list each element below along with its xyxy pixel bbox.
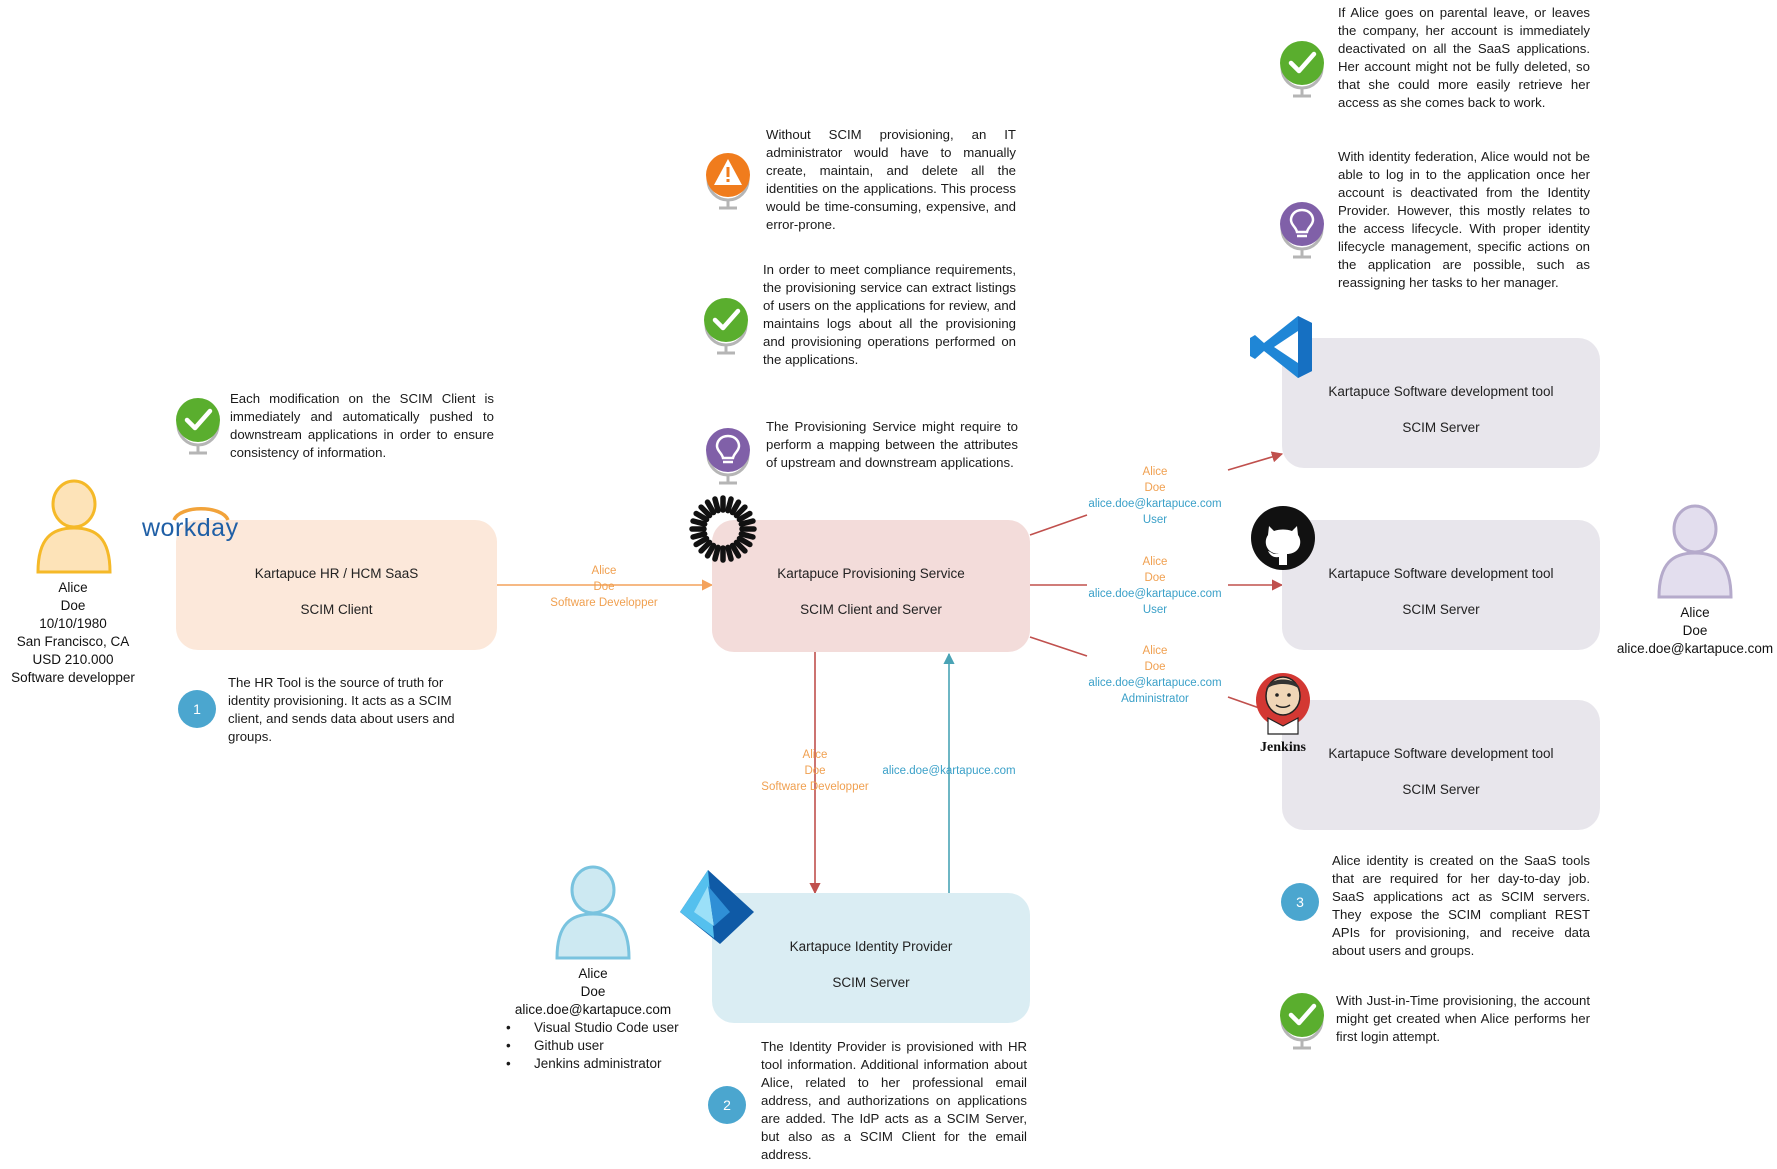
github-node[interactable]: Kartapuce Software development tool SCIM…: [1282, 520, 1600, 650]
logo-spoke: [738, 531, 756, 540]
arrow-to-vscode: [1029, 514, 1088, 536]
idp-person-apps-list: Visual Studio Code user Github user Jenk…: [504, 1019, 679, 1073]
logo-spoke: [712, 544, 721, 562]
logo-spoke: [712, 496, 721, 514]
check-icon: [1280, 41, 1324, 98]
logo-spoke: [725, 544, 734, 562]
person-icon: [555, 865, 631, 960]
logo-spoke: [729, 542, 742, 559]
jenkins-butler-icon: [1256, 673, 1310, 735]
to-github-label: Alice Doe alice.doe@kartapuce.com User: [1088, 556, 1222, 616]
logo-spoke: [693, 535, 710, 548]
lightbulb-icon: [1280, 202, 1324, 259]
github-logo-icon: [1251, 506, 1315, 570]
hr-node[interactable]: Kartapuce HR / HCM SaaS SCIM Client: [176, 520, 497, 650]
arrow-to-jenkins: [1029, 636, 1088, 657]
check-icon: [1280, 993, 1324, 1050]
step-1-note: The HR Tool is the source of truth for i…: [228, 675, 455, 744]
github-node-title: Kartapuce Software development tool: [1328, 566, 1554, 581]
github-node-role: SCIM Server: [1402, 602, 1480, 617]
step-3-badge: 3: [1281, 883, 1319, 921]
logo-spoke: [704, 499, 717, 516]
idp-node-title: Kartapuce Identity Provider: [789, 939, 953, 954]
vscode-logo-icon: [1250, 316, 1312, 378]
hr-person-label: Alice Doe 10/10/1980 San Francisco, CA U…: [11, 580, 135, 685]
jenkins-node[interactable]: Kartapuce Software development tool SCIM…: [1282, 700, 1600, 830]
provisioning-node[interactable]: Kartapuce Provisioning Service SCIM Clie…: [712, 520, 1030, 652]
idp-person-label: Alice Doe alice.doe@kartapuce.com: [514, 966, 672, 1017]
logo-spoke: [729, 499, 742, 516]
logo-spoke: [736, 510, 753, 523]
federation-note: With identity federation, Alice would no…: [1338, 149, 1590, 290]
warning-note: Without SCIM provisioning, an IT adminis…: [766, 127, 1016, 232]
step-3-note: Alice identity is created on the SaaS to…: [1332, 853, 1590, 958]
provisioning-to-idp-label: Alice Doe Software Developper: [761, 749, 869, 793]
mapping-note: The Provisioning Service might require t…: [766, 419, 1018, 470]
jenkins-logo: Jenkins: [1246, 668, 1320, 760]
hr-node-role: SCIM Client: [300, 602, 373, 617]
step-2-badge: 2: [708, 1086, 746, 1124]
provisioning-logo-icon: [689, 495, 757, 563]
compliance-note: In order to meet compliance requirements…: [763, 262, 1016, 367]
entra-id-logo-icon: [680, 870, 754, 944]
list-item: Jenkins administrator: [504, 1055, 679, 1073]
provisioning-node-role: SCIM Client and Server: [800, 602, 942, 617]
hr-node-title: Kartapuce HR / HCM SaaS: [254, 566, 419, 581]
idp-node[interactable]: Kartapuce Identity Provider SCIM Server: [712, 893, 1030, 1023]
logo-spoke: [733, 539, 748, 554]
provisioning-node-title: Kartapuce Provisioning Service: [777, 566, 965, 581]
hr-check-note: Each modification on the SCIM Client is …: [230, 391, 494, 460]
workday-logo: workday: [142, 502, 262, 552]
vscode-node[interactable]: Kartapuce Software development tool SCIM…: [1282, 338, 1600, 468]
step-2-note: The Identity Provider is provisioned wit…: [761, 1039, 1027, 1162]
jenkins-node-role: SCIM Server: [1402, 782, 1480, 797]
step-1-badge: 1: [178, 690, 216, 728]
person-icon: [1657, 504, 1733, 599]
warning-icon: [706, 153, 750, 210]
jit-note: With Just-in-Time provisioning, the acco…: [1336, 993, 1590, 1044]
logo-spoke: [698, 504, 713, 519]
logo-spoke: [690, 531, 708, 540]
logo-spoke: [736, 535, 753, 548]
to-jenkins-label: Alice Doe alice.doe@kartapuce.com Admini…: [1088, 645, 1222, 705]
leave-note: If Alice goes on parental leave, or leav…: [1338, 5, 1590, 110]
idp-node-role: SCIM Server: [832, 975, 910, 990]
list-item: Github user: [504, 1037, 679, 1055]
logo-spoke: [690, 518, 708, 527]
saas-person-label: Alice Doe alice.doe@kartapuce.com: [1616, 605, 1774, 656]
logo-spoke: [693, 510, 710, 523]
logo-spoke: [738, 518, 756, 527]
logo-spoke: [725, 496, 734, 514]
hr-to-provisioning-label: Alice Doe Software Developper: [550, 565, 658, 609]
logo-spoke: [704, 542, 717, 559]
to-vscode-label: Alice Doe alice.doe@kartapuce.com User: [1088, 466, 1222, 526]
person-icon: [36, 479, 112, 574]
list-item: Visual Studio Code user: [504, 1019, 679, 1037]
jenkins-node-title: Kartapuce Software development tool: [1328, 746, 1554, 761]
check-icon: [704, 298, 748, 355]
check-icon: [176, 398, 220, 455]
workday-arc-icon: [172, 507, 230, 521]
lightbulb-icon: [706, 428, 750, 485]
vscode-node-title: Kartapuce Software development tool: [1328, 384, 1554, 399]
logo-spoke: [698, 539, 713, 554]
idp-to-provisioning-label: alice.doe@kartapuce.com: [882, 765, 1016, 777]
logo-spoke: [733, 504, 748, 519]
vscode-node-role: SCIM Server: [1402, 420, 1480, 435]
